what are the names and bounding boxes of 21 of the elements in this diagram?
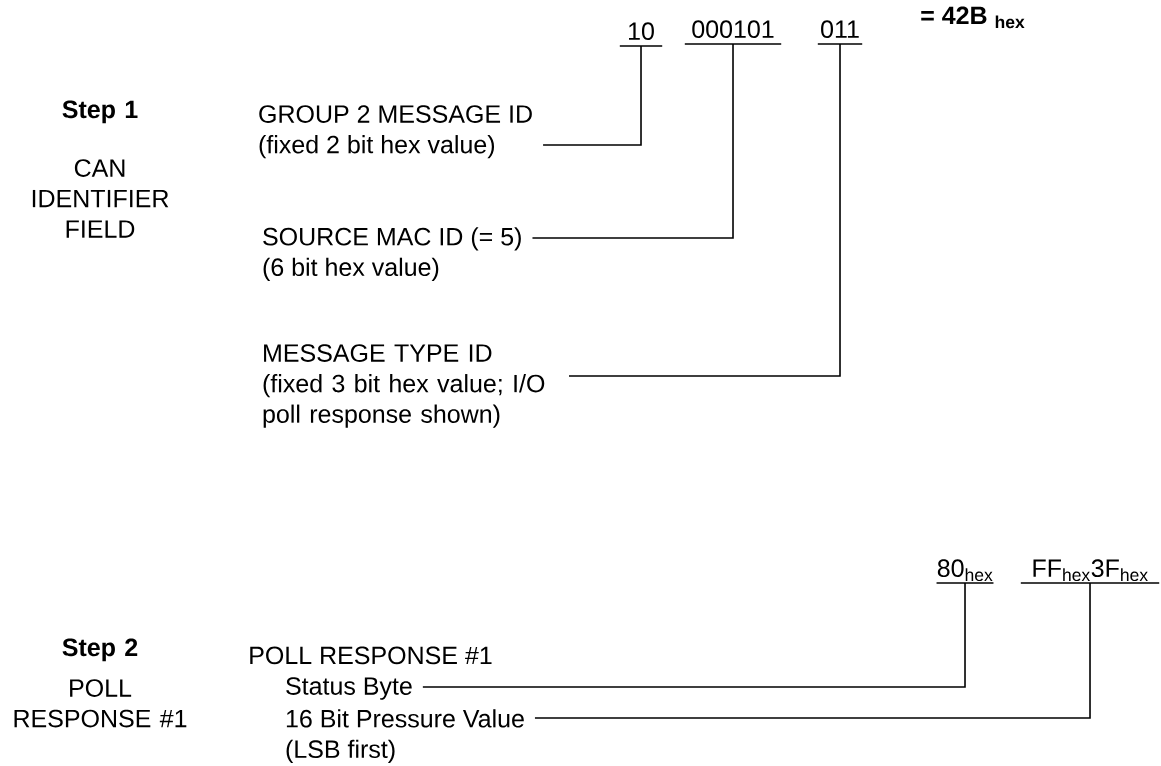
bit-field: 80$_{hex}$ xyxy=(935,559,995,584)
field-description: GROUP 2 MESSAGE ID (fixed 2 bit hex value) xyxy=(259,105,532,159)
bit-field: 011 xyxy=(817,20,863,45)
leader-line xyxy=(542,45,642,146)
bit-field: FF$_{hex}$3F$_{hex}$ xyxy=(1020,559,1160,584)
leader-line xyxy=(568,43,841,377)
field-description: MESSAGE TYPE ID (fixed 3 bit hex value; I/O poll response shown) xyxy=(263,344,545,428)
bit-field: 10 xyxy=(619,22,663,47)
leader-line xyxy=(531,43,734,239)
leader-line xyxy=(422,582,966,688)
step-heading: Step 2 xyxy=(62,638,138,662)
field-description: Status Byte xyxy=(286,677,412,700)
field-description: 16 Bit Pressure Value (LSB first) xyxy=(286,709,524,763)
field-description: SOURCE MAC ID (= 5) (6 bit hex value) xyxy=(263,227,521,281)
step-heading: Step 1 xyxy=(62,100,138,124)
section-heading: POLL RESPONSE #1 xyxy=(250,646,492,665)
hex-value: = 42B $_{hex}$ xyxy=(921,6,1025,29)
step-description: CAN IDENTIFIER FIELD xyxy=(32,159,169,238)
step-description: POLL RESPONSE #1 xyxy=(14,679,187,728)
bit-field: 000101 xyxy=(684,20,782,45)
leader-line xyxy=(534,582,1091,719)
